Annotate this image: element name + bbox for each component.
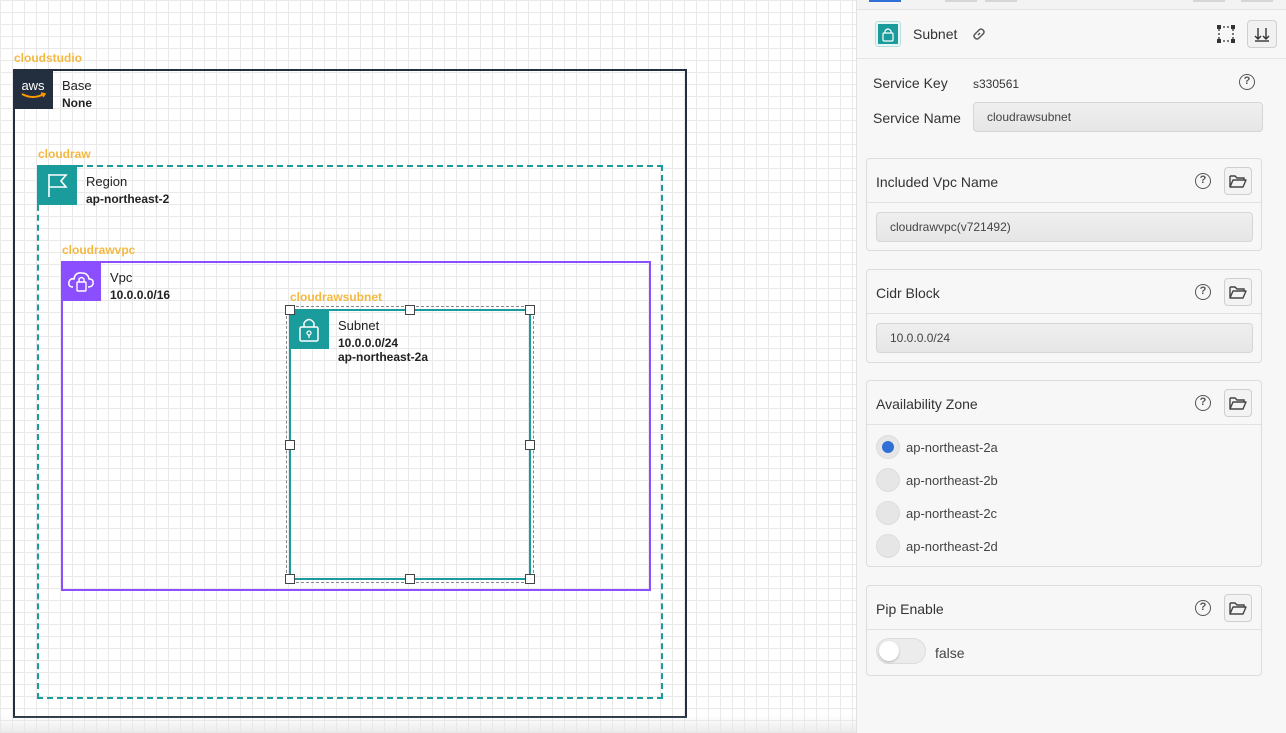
folder-open-icon (1229, 397, 1247, 410)
vpc-node-value: 10.0.0.0/16 (110, 288, 171, 302)
card-title: Included Vpc Name (876, 174, 999, 190)
topbar-tab[interactable] (945, 0, 977, 2)
subnet-node-value: 10.0.0.0/24 (338, 336, 399, 350)
resize-handle-ne[interactable] (525, 305, 535, 315)
az-option-label: ap-northeast-2d (906, 539, 998, 554)
service-name-input[interactable]: cloudrawsubnet (973, 102, 1263, 132)
topbar-tab[interactable] (1241, 0, 1273, 2)
panel-title: Subnet (913, 26, 958, 42)
folder-open-icon (1229, 286, 1247, 299)
region-group-box[interactable] (37, 165, 663, 699)
region-node-value: ap-northeast-2 (86, 192, 170, 206)
card-header: Included Vpc Name ? (867, 159, 1261, 203)
sort-down-button[interactable] (1247, 20, 1277, 48)
resize-handle-s[interactable] (405, 574, 415, 584)
toggle-knob (879, 641, 899, 661)
folder-open-button[interactable] (1224, 278, 1252, 306)
resize-handle-n[interactable] (405, 305, 415, 315)
vpc-name-input[interactable]: cloudrawvpc(v721492) (876, 212, 1253, 242)
az-option-label: ap-northeast-2c (906, 506, 998, 521)
vpc-group-box[interactable] (61, 261, 651, 591)
card-header: Cidr Block ? (867, 270, 1261, 314)
cidr-block-input[interactable]: 10.0.0.0/24 (876, 323, 1253, 353)
link-icon[interactable] (969, 24, 989, 44)
frame-icon (1217, 25, 1235, 43)
folder-open-button[interactable] (1224, 389, 1252, 417)
az-option-label: ap-northeast-2b (906, 473, 998, 488)
folder-open-icon (1229, 602, 1247, 615)
card-title: Availability Zone (876, 396, 978, 412)
folder-open-button[interactable] (1224, 594, 1252, 622)
radio-button-checked[interactable] (876, 435, 900, 459)
resize-handle-e[interactable] (525, 440, 535, 450)
radio-button[interactable] (876, 534, 900, 558)
radio-button[interactable] (876, 468, 900, 492)
pip-enable-card: Pip Enable ? false (866, 585, 1262, 676)
diagram-canvas[interactable]: cloudstudio aws Base None cloudraw Regio… (0, 0, 856, 733)
help-icon[interactable]: ? (1195, 395, 1211, 411)
subnet-node-zone: ap-northeast-2a (338, 350, 429, 364)
pip-enable-value: false (935, 645, 965, 661)
group-tag-vpc: cloudrawvpc (62, 243, 136, 257)
resize-handle-nw[interactable] (285, 305, 295, 315)
card-title: Cidr Block (876, 285, 940, 301)
topbar-tab-active[interactable] (869, 0, 901, 2)
vpc-node-title: Vpc (110, 270, 133, 285)
group-tag-base: cloudstudio (14, 51, 82, 65)
help-icon[interactable]: ? (1195, 284, 1211, 300)
help-icon[interactable]: ? (1239, 74, 1255, 90)
help-icon[interactable]: ? (1195, 600, 1211, 616)
pip-enable-toggle[interactable] (876, 638, 926, 664)
radio-button[interactable] (876, 501, 900, 525)
panel-topbar (857, 0, 1286, 10)
service-name-label: Service Name (873, 110, 961, 126)
cidr-block-card: Cidr Block ? 10.0.0.0/24 (866, 269, 1262, 363)
availability-zone-card: Availability Zone ? ap-northeast-2a ap-n… (866, 380, 1262, 567)
folder-open-button[interactable] (1224, 167, 1252, 195)
help-icon[interactable]: ? (1195, 173, 1211, 189)
base-node-title: Base (62, 78, 92, 93)
card-header: Pip Enable ? (867, 586, 1261, 630)
subnet-lock-icon (289, 309, 329, 349)
group-tag-region: cloudraw (38, 147, 91, 161)
properties-panel: Subnet Service Key s330561 ? Se (856, 0, 1286, 733)
folder-open-icon (1229, 175, 1247, 188)
card-title: Pip Enable (876, 601, 944, 617)
panel-header: Subnet (857, 11, 1286, 59)
vpc-name-card: Included Vpc Name ? cloudrawvpc(v721492) (866, 158, 1262, 251)
resize-handle-se[interactable] (525, 574, 535, 584)
group-tag-subnet: cloudrawsubnet (290, 290, 383, 304)
topbar-tab[interactable] (1193, 0, 1225, 2)
flag-icon (37, 165, 77, 205)
region-node-title: Region (86, 174, 128, 189)
resize-handle-sw[interactable] (285, 574, 295, 584)
subnet-node-title: Subnet (338, 318, 380, 333)
az-option-label: ap-northeast-2a (906, 440, 998, 455)
service-key-label: Service Key (873, 75, 948, 91)
service-key-value: s330561 (973, 77, 1020, 91)
base-node-value: None (62, 96, 92, 110)
select-frame-button[interactable] (1211, 20, 1241, 48)
resize-handle-w[interactable] (285, 440, 295, 450)
sort-down-icon (1254, 28, 1270, 42)
aws-logo-text: aws (21, 78, 45, 93)
vpc-cloud-lock-icon (61, 261, 101, 301)
aws-logo-icon: aws (13, 69, 53, 109)
card-header: Availability Zone ? (867, 381, 1261, 425)
topbar-tab[interactable] (985, 0, 1017, 2)
subnet-lock-icon (875, 21, 901, 47)
canvas-bottom-shadow (0, 715, 856, 733)
